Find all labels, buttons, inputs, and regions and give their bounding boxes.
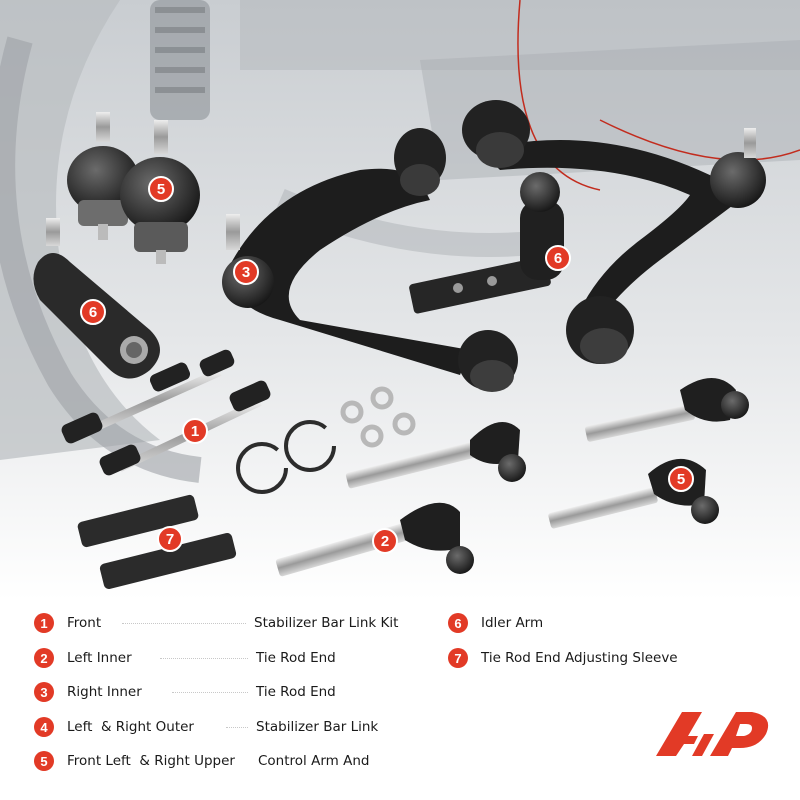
legend-item-1-detail: Stabilizer Bar Link Kit (254, 611, 398, 635)
legend-badge: 7 (448, 648, 468, 668)
legend-item-label: Left Inner (67, 650, 132, 666)
legend-item-3: 3 Right Inner (34, 680, 142, 704)
parts-legend: 1 Front Stabilizer Bar Link Kit 2 Left I… (0, 600, 800, 800)
legend-badge: 4 (34, 717, 54, 737)
legend-item-label: Left & Right Outer (67, 719, 194, 735)
legend-item-4-detail: Stabilizer Bar Link (256, 715, 378, 739)
legend-item-label: Tie Rod End Adjusting Sleeve (481, 650, 678, 666)
photo-tag-3: 3 (233, 259, 259, 285)
photo-tag-5: 5 (668, 466, 694, 492)
legend-badge: 5 (34, 751, 54, 771)
legend-item-5: 5 Front Left & Right Upper (34, 749, 235, 773)
legend-badge: 1 (34, 613, 54, 633)
legend-badge: 3 (34, 682, 54, 702)
photo-tag-2: 2 (372, 528, 398, 554)
legend-item-detail: Stabilizer Bar Link Kit (254, 615, 399, 631)
snap-rings (236, 420, 336, 494)
legend-item-detail: Tie Rod End (256, 684, 336, 700)
adjusting-sleeves (77, 494, 237, 590)
legend-badge: 6 (448, 613, 468, 633)
legend-badge: 2 (34, 648, 54, 668)
control-arm-right (462, 100, 766, 364)
legend-item-detail: Stabilizer Bar Link (256, 719, 379, 735)
legend-item-2: 2 Left Inner (34, 646, 132, 670)
legend-item-label: Front (67, 615, 102, 631)
legend-item-2-detail: Tie Rod End (256, 646, 336, 670)
legend-item-7: 7 Tie Rod End Adjusting Sleeve (448, 646, 678, 670)
parts-photo (0, 0, 800, 600)
legend-item-label: Front Left & Right Upper (67, 753, 235, 769)
photo-tag-4: 5 (148, 176, 174, 202)
tie-rod-ends (275, 378, 749, 577)
photo-tag-7: 7 (157, 526, 183, 552)
photo-tag-1: 1 (182, 418, 208, 444)
legend-item-3-detail: Tie Rod End (256, 680, 336, 704)
legend-item-1: 1 Front (34, 611, 101, 635)
legend-item-label: Idler Arm (481, 615, 544, 631)
legend-item-detail: Control Arm And (258, 753, 370, 769)
legend-item-detail: Tie Rod End (256, 650, 336, 666)
legend-item-6: 6 Idler Arm (448, 611, 543, 635)
a-premium-logo (656, 712, 769, 756)
legend-item-label: Right Inner (67, 684, 142, 700)
photo-tag-6: 6 (80, 299, 106, 325)
photo-tag-6b: 6 (545, 245, 571, 271)
nuts (340, 386, 416, 448)
legend-item-4: 4 Left & Right Outer (34, 715, 194, 739)
legend-item-5-detail: Control Arm And (258, 749, 369, 773)
